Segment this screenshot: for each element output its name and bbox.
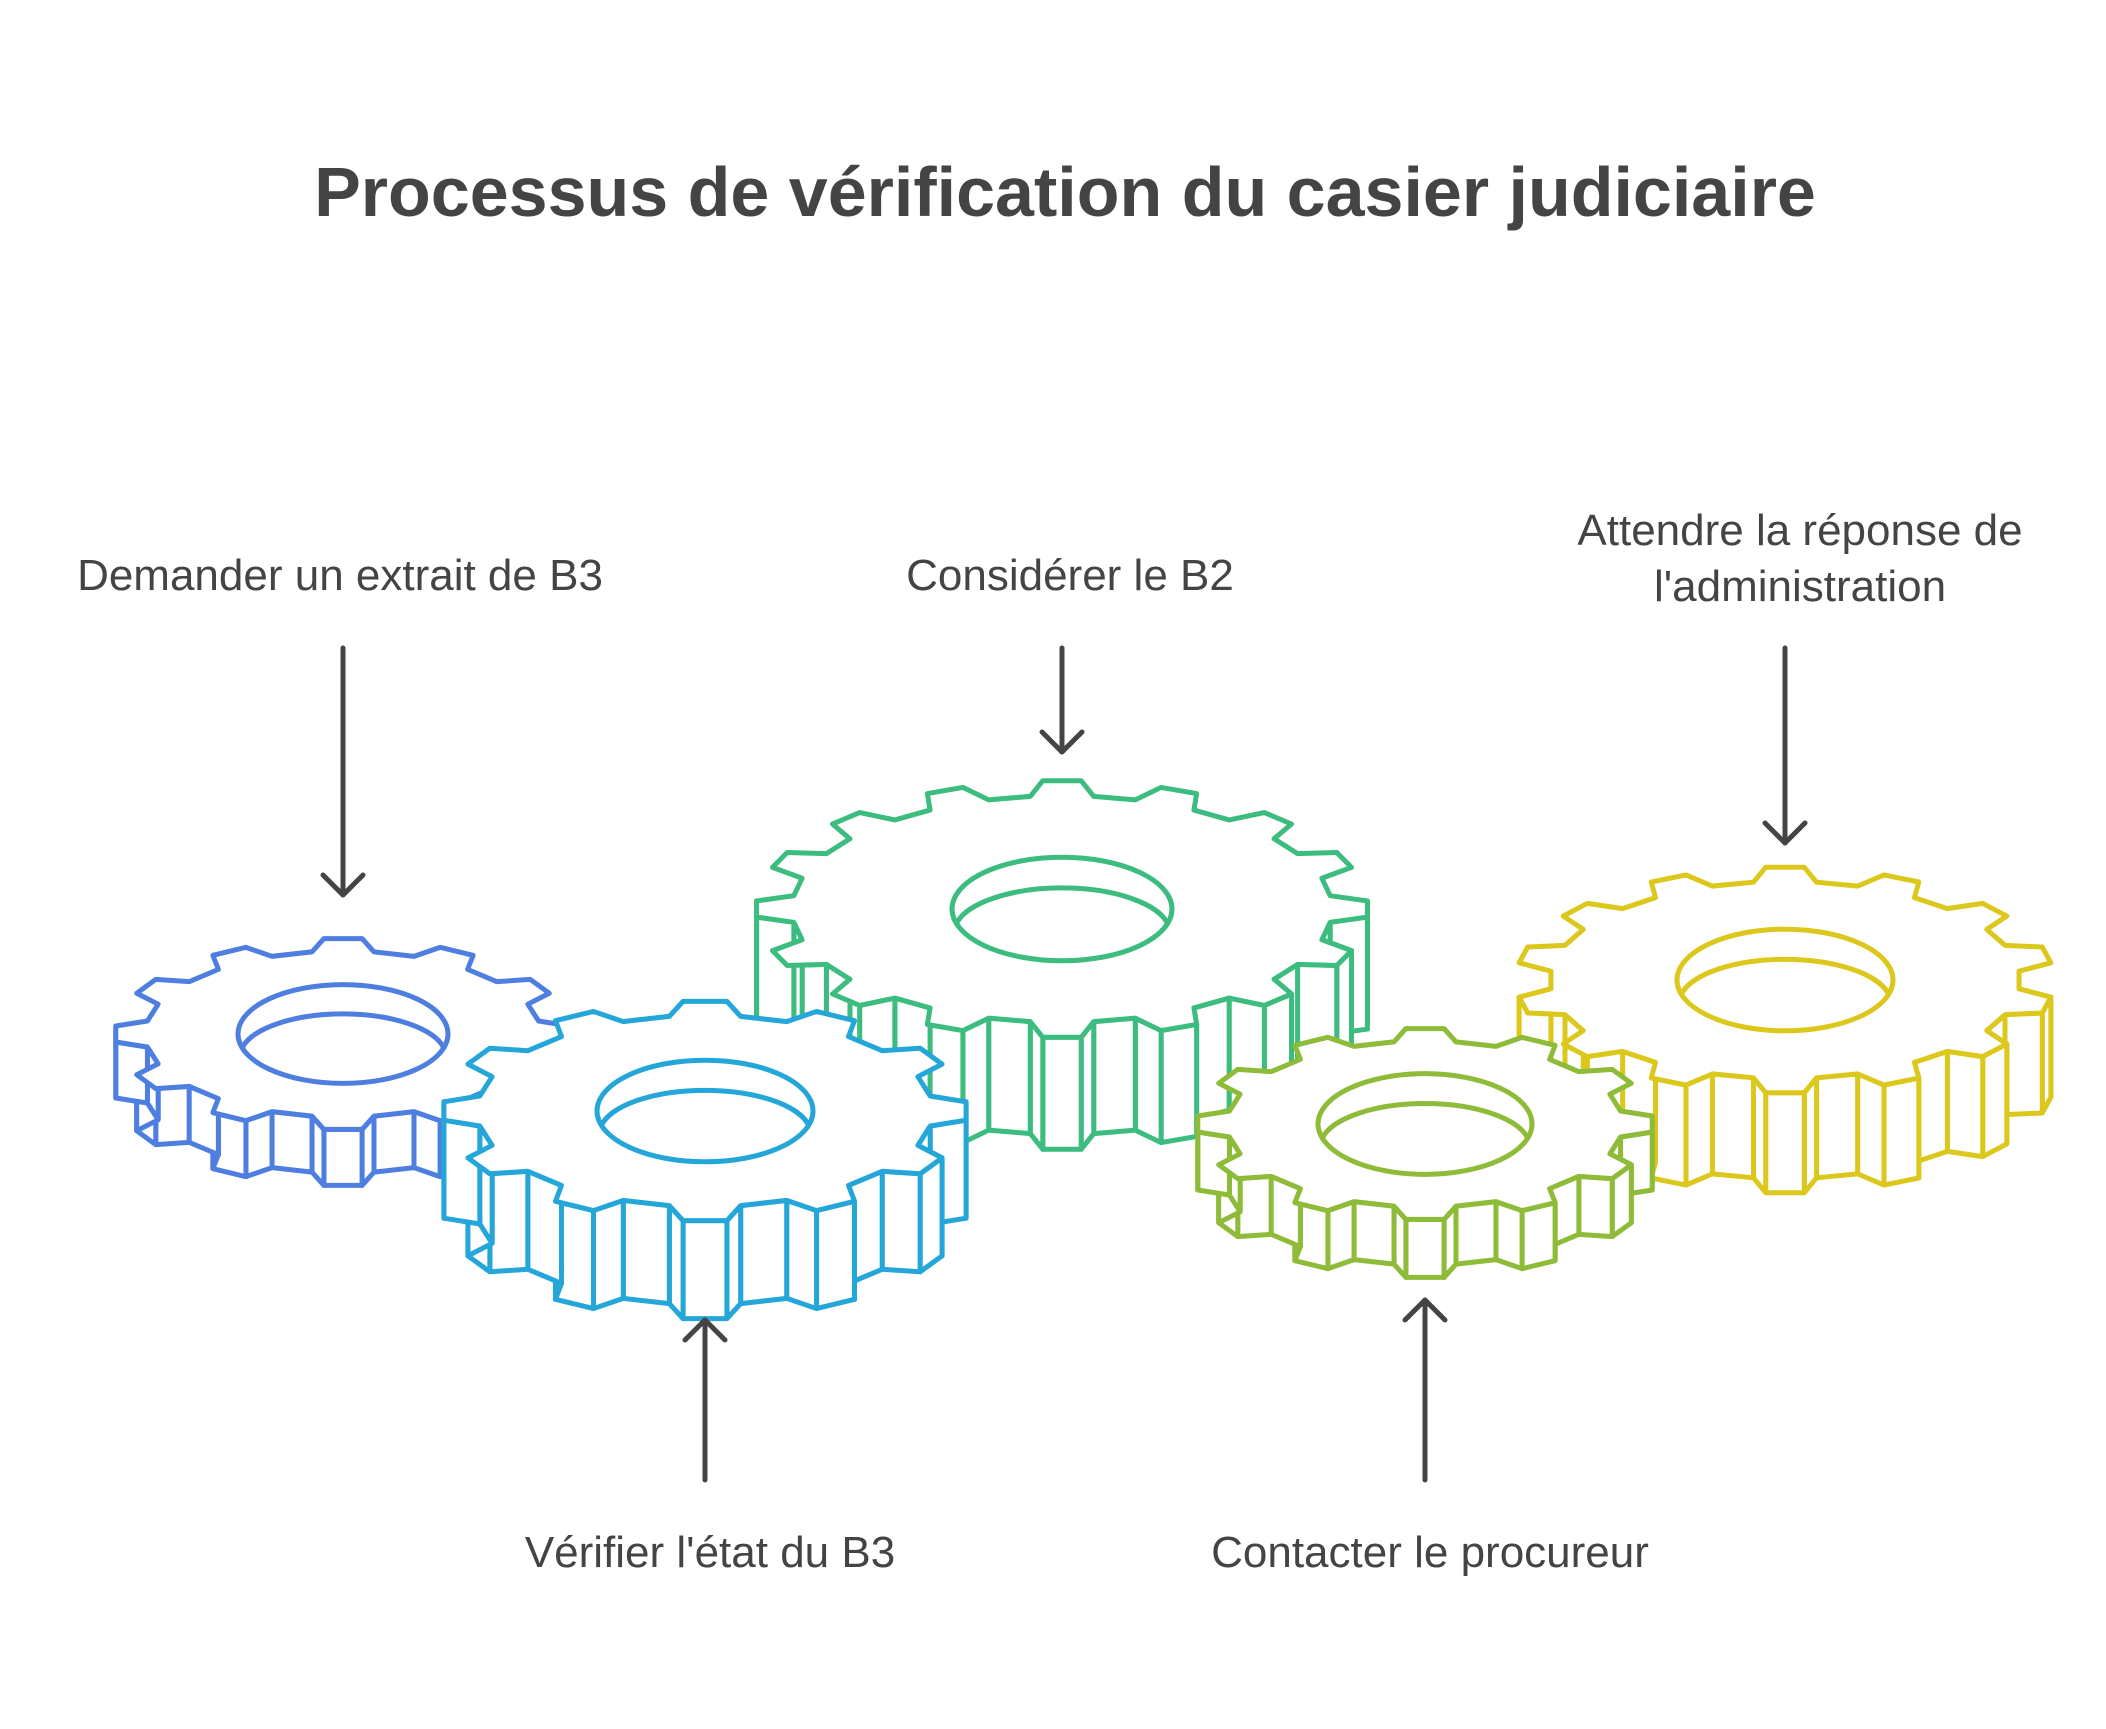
gear-side-face	[269, 1109, 315, 1175]
gear-hole-depth	[1320, 1101, 1530, 1140]
arrow-up-icon	[1402, 1297, 1448, 1483]
gear-side-face	[1980, 1041, 2010, 1160]
gear-side-face	[1519, 1200, 1558, 1272]
gear-side-face	[879, 1168, 923, 1275]
step-3-label: Considérer le B2	[906, 551, 1234, 600]
step-5-label-line-1: Attendre la réponse de	[1577, 506, 2023, 555]
gear-hole	[949, 854, 1175, 964]
gear-hole	[1674, 926, 1896, 1034]
gear-side-face	[1351, 1199, 1397, 1267]
gear-side-face	[1709, 1071, 1756, 1181]
gear-side-face	[784, 1197, 820, 1312]
gear-side-face	[441, 1117, 483, 1227]
gear-hole	[1315, 1071, 1535, 1177]
gear-side-face	[1881, 1075, 1922, 1188]
gear-side-face	[917, 1155, 945, 1275]
gear-side-face	[680, 1218, 730, 1322]
step-5-label-line-2: l'administration	[1653, 562, 1947, 611]
gear-hole-depth	[954, 885, 1170, 925]
arrow-down-icon	[1762, 645, 1808, 846]
gear-side-face	[153, 1083, 192, 1148]
gear-side-face	[371, 1109, 417, 1175]
gear-side-face	[321, 1126, 365, 1188]
gear-side-face	[487, 1168, 531, 1275]
gear-side-face	[986, 1015, 1033, 1137]
gear-hole	[235, 982, 451, 1086]
gear-side-face	[1040, 1034, 1084, 1152]
gear-side-face	[1763, 1090, 1807, 1196]
gear-side-face	[1683, 1071, 1715, 1188]
gear-hole-depth	[599, 1087, 811, 1127]
step-4-label: Contacter le procureur	[1211, 1528, 1649, 1577]
gear-side-face	[1814, 1071, 1861, 1181]
arrow-up-icon	[682, 1317, 728, 1483]
gear-side-face	[1132, 1015, 1164, 1146]
gear-side-face	[1576, 1173, 1615, 1240]
gear-side-face	[1855, 1071, 1887, 1188]
gear-side-face	[1191, 995, 1232, 1123]
gear-hole-depth	[239, 1011, 447, 1050]
gear-side-face	[814, 1198, 858, 1312]
arrow-down-icon	[320, 645, 366, 898]
gear-side-face	[1235, 1173, 1274, 1240]
gear-hole	[594, 1057, 816, 1165]
step-2-label: Vérifier l'état du B3	[524, 1528, 896, 1577]
gear-side-face	[1091, 1015, 1138, 1137]
arrow-down-icon	[1039, 645, 1085, 755]
gear-side-face	[2002, 1010, 2045, 1118]
gear-icon	[441, 998, 969, 1322]
step-1-label: Demander un extrait de B3	[77, 551, 603, 600]
gear-side-face	[620, 1197, 672, 1307]
gear-side-face	[1453, 1199, 1499, 1267]
page-title: Processus de vérification du casier judi…	[314, 153, 1816, 231]
gear-side-face	[738, 1197, 790, 1307]
gear-side-face	[590, 1197, 626, 1312]
gear-side-face	[525, 1168, 565, 1286]
gear-icon	[1195, 1026, 1655, 1280]
gear-side-face	[1403, 1216, 1447, 1280]
gear-side-face	[1944, 1048, 1986, 1160]
step-5-label: Attendre la réponse de l'administration	[1520, 503, 2080, 615]
gear-side-face	[1158, 1021, 1200, 1146]
gear-hole-depth	[1679, 956, 1891, 996]
